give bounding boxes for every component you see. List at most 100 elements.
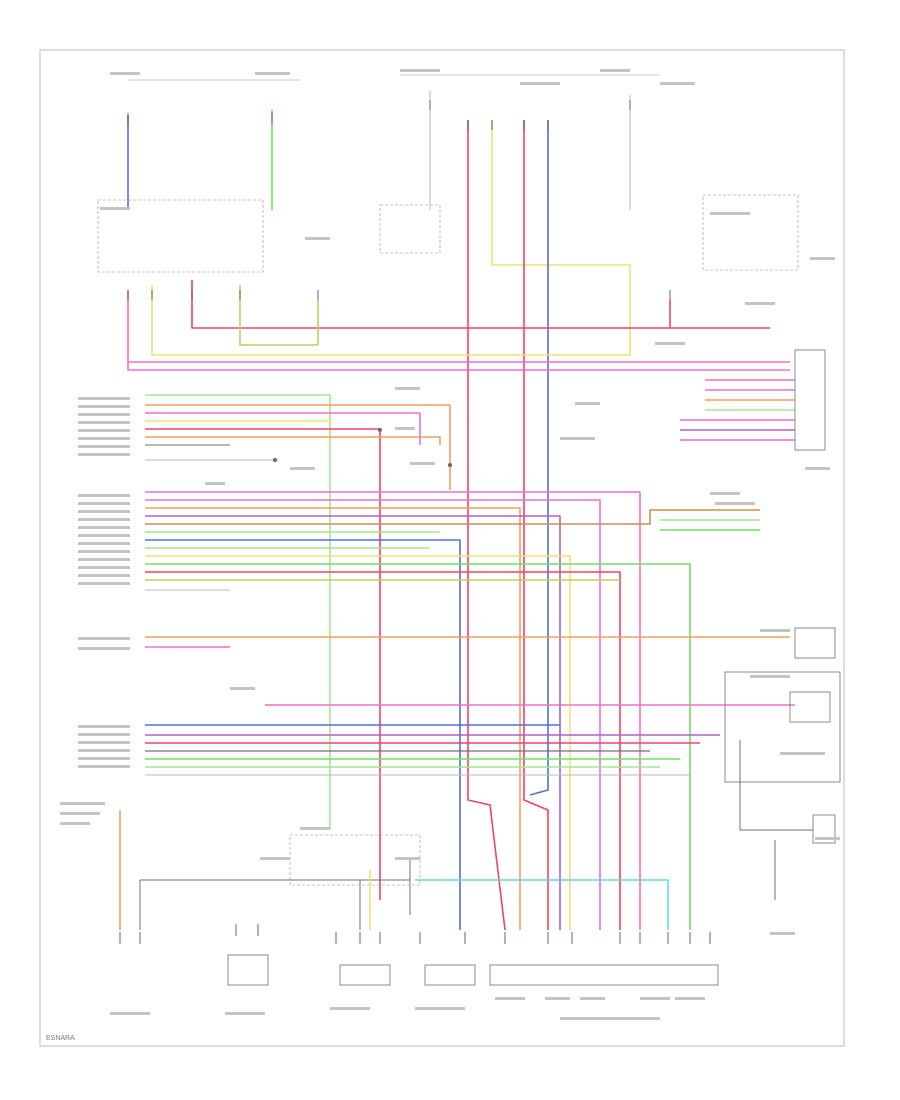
splice-dot-2 bbox=[378, 428, 382, 432]
relay-box-2 bbox=[379, 204, 441, 254]
wire-blue-38 bbox=[145, 539, 461, 930]
misc-label-14 bbox=[395, 387, 420, 390]
misc-label-20 bbox=[710, 492, 740, 495]
misc-label-41 bbox=[300, 827, 330, 830]
misc-label-2 bbox=[400, 69, 440, 72]
wire-orange-25 bbox=[145, 404, 451, 490]
misc-label-39 bbox=[60, 822, 90, 825]
wire-red-42 bbox=[145, 571, 621, 930]
wire-pink-32 bbox=[145, 491, 641, 930]
misc-label-43 bbox=[395, 857, 420, 860]
misc-label-1 bbox=[255, 72, 290, 75]
left-label-10 bbox=[78, 510, 130, 513]
wire-green-41 bbox=[145, 563, 691, 930]
misc-label-7 bbox=[305, 237, 330, 240]
wire-cyan-59 bbox=[415, 879, 669, 930]
labels-layer bbox=[60, 69, 840, 1020]
misc-label-5 bbox=[520, 82, 560, 85]
misc-label-10 bbox=[745, 302, 775, 305]
wire-red-10 bbox=[191, 280, 671, 329]
wire-pink-26 bbox=[145, 412, 421, 445]
misc-label-30 bbox=[415, 1007, 465, 1010]
misc-label-37 bbox=[60, 802, 105, 805]
left-label-25 bbox=[78, 749, 130, 752]
left-label-21 bbox=[78, 647, 130, 650]
switch-lower-inner bbox=[789, 691, 831, 723]
misc-label-35 bbox=[675, 997, 705, 1000]
wire-pink-15 bbox=[127, 362, 790, 371]
left-label-7 bbox=[78, 453, 130, 456]
switch-lower bbox=[724, 671, 841, 783]
wire-dark-64 bbox=[739, 740, 813, 831]
switch-upper bbox=[794, 627, 836, 659]
left-label-0 bbox=[78, 397, 130, 400]
left-label-4 bbox=[78, 429, 130, 432]
misc-label-15 bbox=[395, 427, 415, 430]
misc-label-36 bbox=[560, 1017, 660, 1020]
misc-label-13 bbox=[560, 437, 595, 440]
misc-label-32 bbox=[545, 997, 570, 1000]
misc-label-19 bbox=[805, 467, 830, 470]
misc-label-6 bbox=[100, 207, 130, 210]
left-label-20 bbox=[78, 637, 130, 640]
left-label-11 bbox=[78, 518, 130, 521]
misc-label-31 bbox=[495, 997, 525, 1000]
transmission-connector bbox=[489, 964, 719, 986]
components-layer bbox=[97, 100, 841, 986]
misc-label-24 bbox=[780, 752, 825, 755]
misc-label-22 bbox=[760, 629, 790, 632]
left-label-23 bbox=[78, 733, 130, 736]
left-label-2 bbox=[78, 413, 130, 416]
misc-label-9 bbox=[810, 257, 835, 260]
misc-label-33 bbox=[580, 997, 605, 1000]
misc-label-25 bbox=[815, 837, 840, 840]
left-label-13 bbox=[78, 534, 130, 537]
right-sensor bbox=[812, 814, 836, 844]
left-label-26 bbox=[78, 757, 130, 760]
wire-orange-34 bbox=[145, 507, 521, 930]
wire-lgreen-24 bbox=[145, 394, 331, 830]
misc-label-0 bbox=[110, 72, 140, 75]
diagram-id: ESNARA bbox=[46, 1035, 75, 1042]
left-label-19 bbox=[78, 582, 130, 585]
diagram-frame bbox=[39, 49, 845, 1047]
misc-label-34 bbox=[640, 997, 670, 1000]
splice-dot-1 bbox=[448, 463, 452, 467]
right-connector bbox=[794, 349, 826, 451]
left-label-17 bbox=[78, 566, 130, 569]
wire-olive-13 bbox=[239, 285, 318, 346]
left-label-22 bbox=[78, 725, 130, 728]
wire-blue-9 bbox=[529, 120, 549, 796]
wire-yellow-40 bbox=[145, 555, 571, 930]
left-label-16 bbox=[78, 558, 130, 561]
misc-label-16 bbox=[410, 462, 435, 465]
misc-label-26 bbox=[770, 932, 795, 935]
left-label-12 bbox=[78, 526, 130, 529]
wires-layer bbox=[119, 74, 813, 931]
ecu-relay-box bbox=[97, 199, 264, 273]
left-label-5 bbox=[78, 437, 130, 440]
misc-label-28 bbox=[225, 1012, 265, 1015]
wire-yellow-7 bbox=[491, 120, 631, 345]
left-label-3 bbox=[78, 421, 130, 424]
sensor-3 bbox=[339, 964, 391, 986]
left-label-9 bbox=[78, 502, 130, 505]
left-label-6 bbox=[78, 445, 130, 448]
wire-yellow-12 bbox=[151, 285, 631, 356]
misc-label-8 bbox=[710, 212, 750, 215]
misc-label-29 bbox=[330, 1007, 370, 1010]
left-label-1 bbox=[78, 405, 130, 408]
misc-label-38 bbox=[60, 812, 100, 815]
left-label-24 bbox=[78, 741, 130, 744]
misc-label-42 bbox=[260, 857, 290, 860]
misc-label-17 bbox=[290, 467, 315, 470]
wire-red-6 bbox=[467, 120, 506, 931]
wire-pink-14 bbox=[127, 290, 790, 363]
left-label-14 bbox=[78, 542, 130, 545]
misc-label-40 bbox=[230, 687, 255, 690]
sensor-2 bbox=[227, 954, 269, 986]
wire-brown-36 bbox=[145, 509, 760, 525]
top-right-box bbox=[702, 194, 799, 271]
misc-label-4 bbox=[660, 82, 695, 85]
